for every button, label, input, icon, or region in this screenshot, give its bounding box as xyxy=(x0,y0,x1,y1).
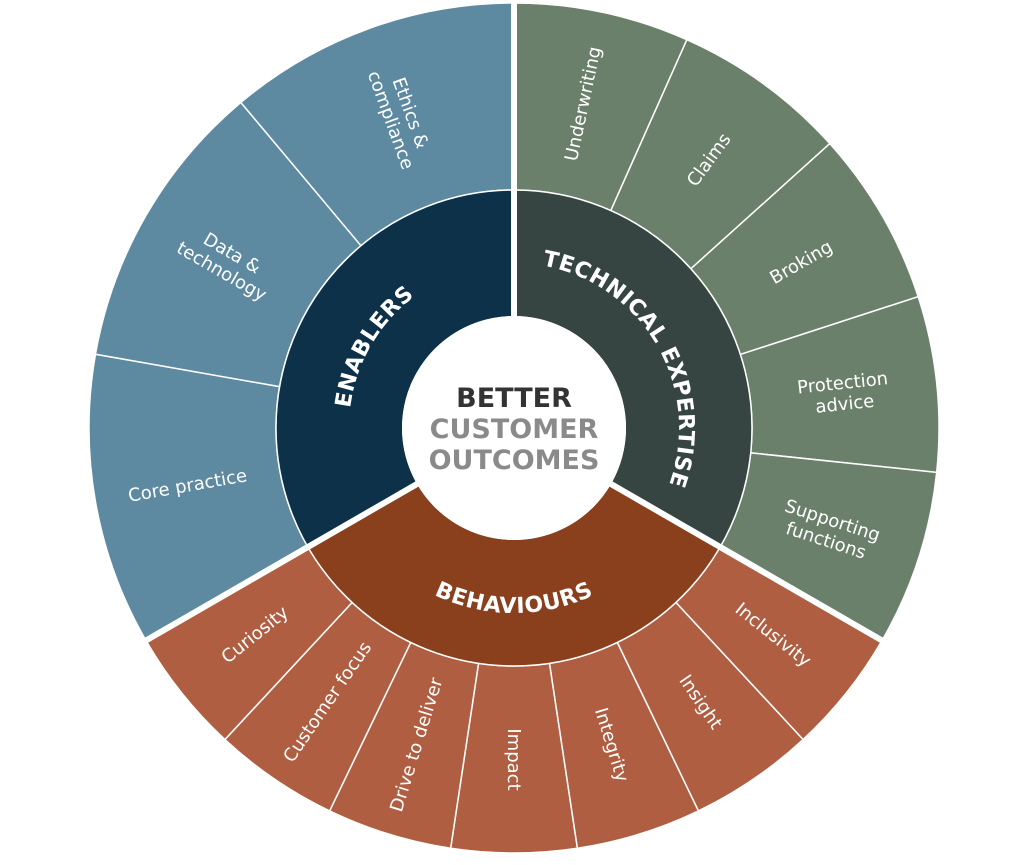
center-title-line1: BETTER xyxy=(456,383,572,414)
segment-label-line: Impact xyxy=(503,728,524,790)
ring-enablers xyxy=(276,190,514,547)
group-divider xyxy=(142,480,421,645)
group-dividers xyxy=(142,1,886,667)
segment-label-impact: Impact xyxy=(503,728,524,790)
center-title-line2: CUSTOMER xyxy=(430,414,599,445)
group-divider xyxy=(607,480,886,645)
center-title-line3: OUTCOMES xyxy=(429,445,600,476)
ring-behaviours xyxy=(307,484,721,666)
ring-separator xyxy=(275,189,753,667)
ring-technical xyxy=(514,190,752,547)
center-hub: BETTER CUSTOMER OUTCOMES xyxy=(402,316,626,540)
center-circle xyxy=(402,316,626,540)
outer-ring xyxy=(88,2,940,854)
inner-ring xyxy=(276,190,752,666)
